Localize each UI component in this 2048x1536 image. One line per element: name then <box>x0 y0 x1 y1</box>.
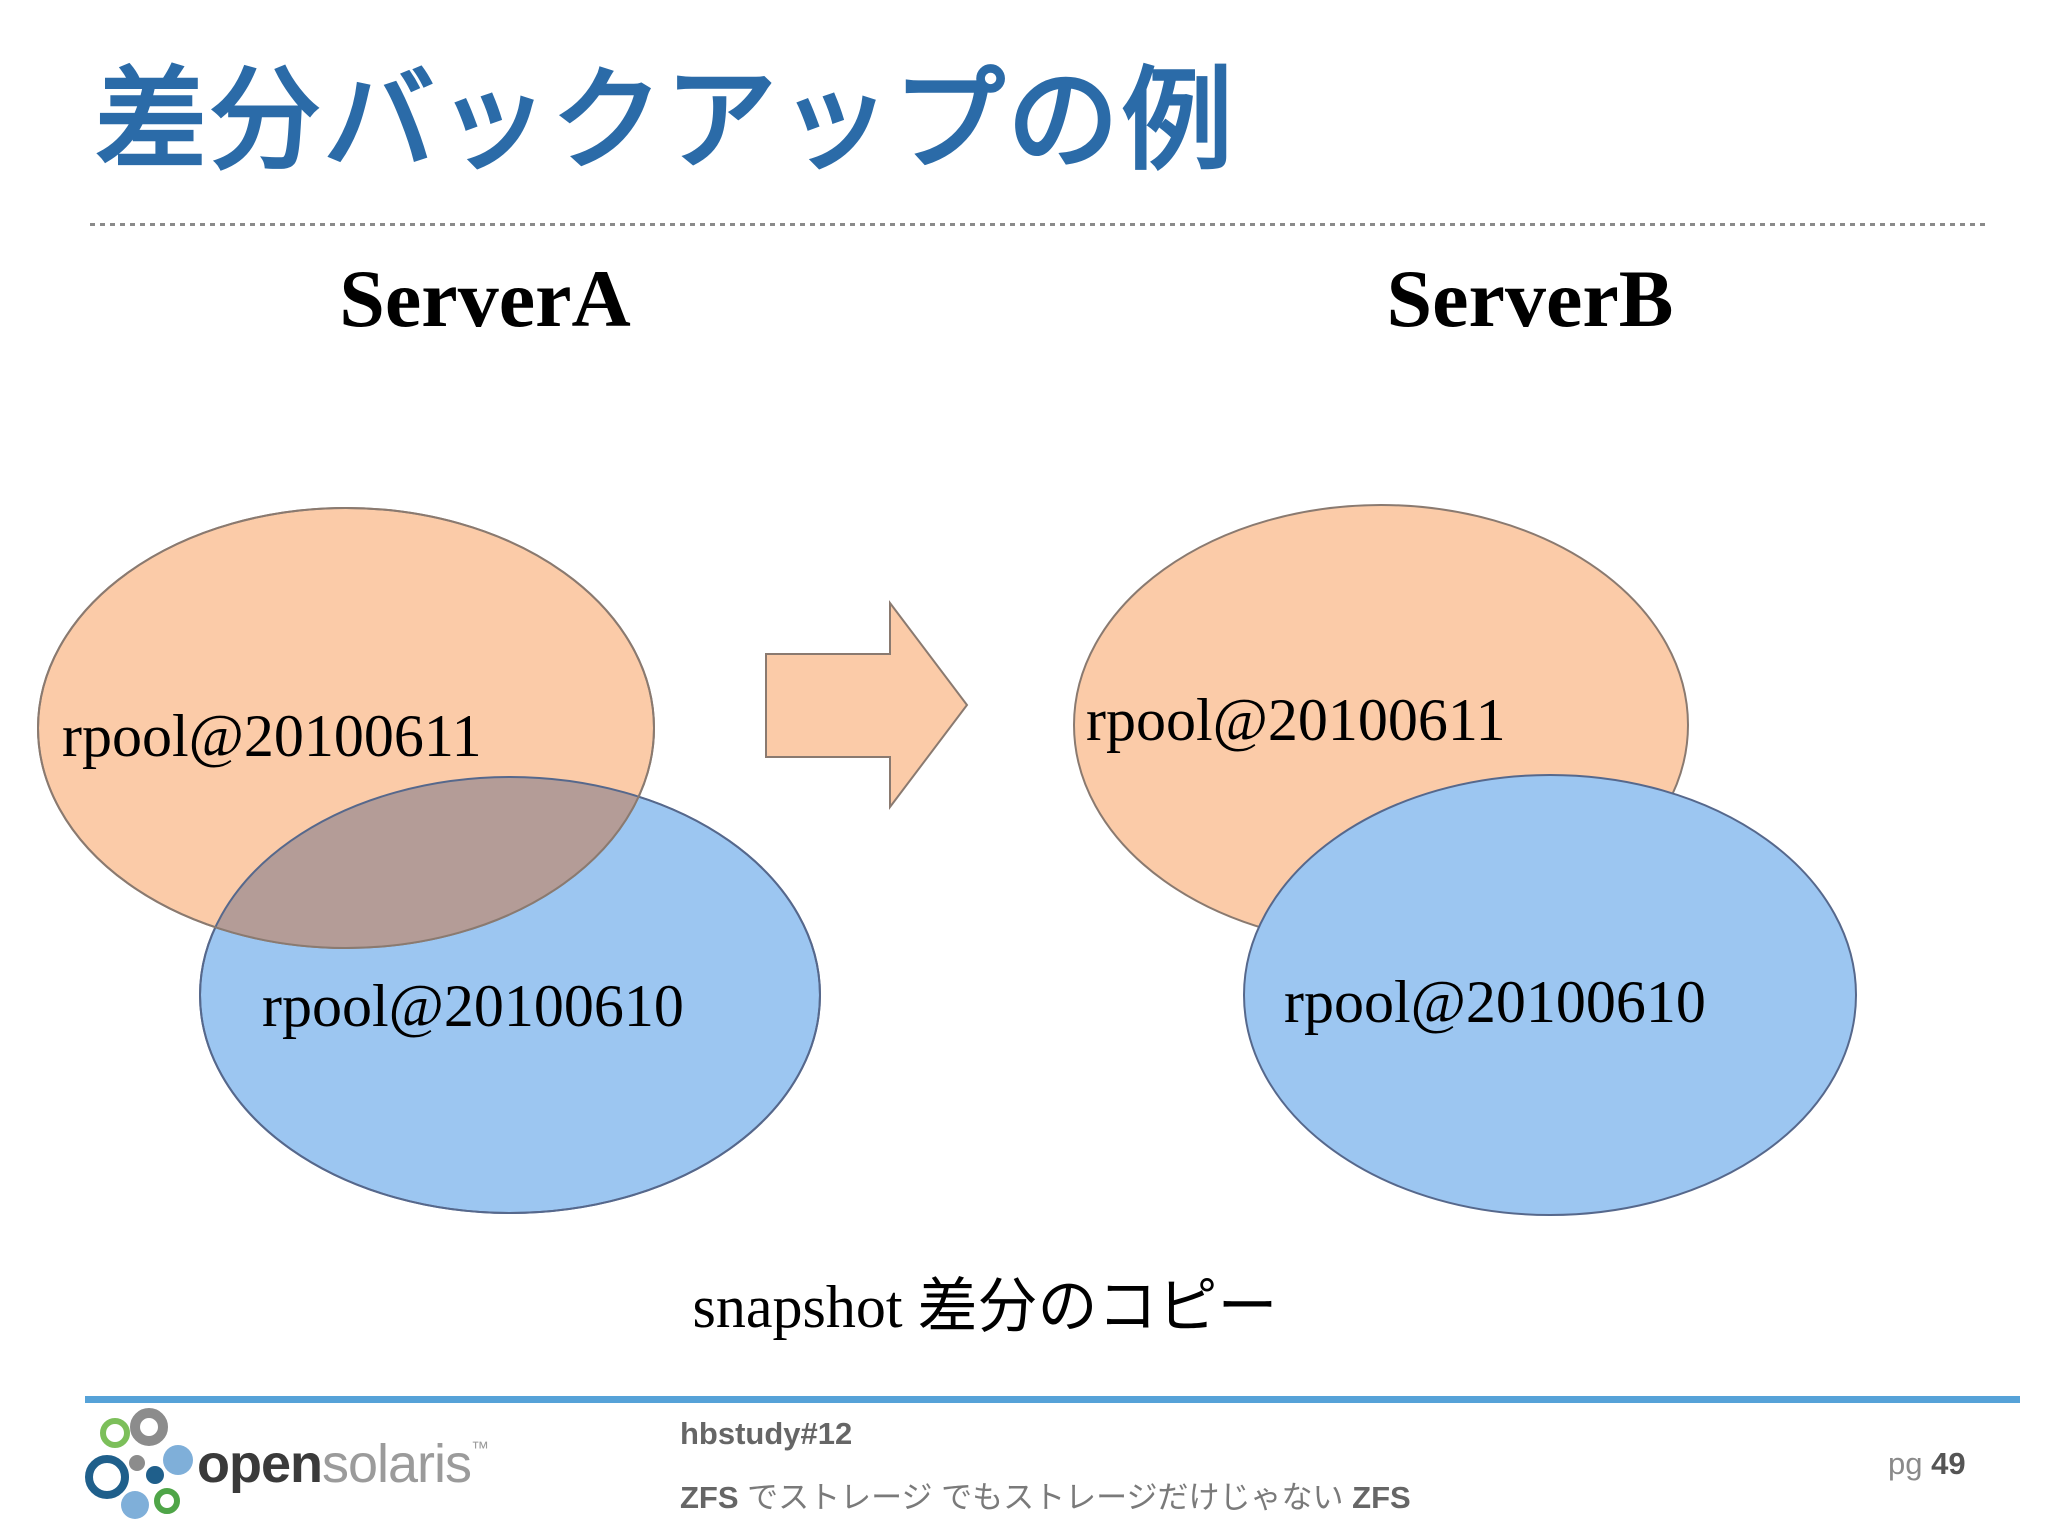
server-a-old-snapshot-outline <box>199 776 821 1214</box>
page-number-value: 49 <box>1931 1446 1966 1481</box>
server-b-venn <box>1073 504 1857 1216</box>
server-b-heading: ServerB <box>1386 253 1674 344</box>
footer-text-block: hbstudy#12 ZFS でストレージ でもストレージだけじゃない ZFS <box>680 1418 1411 1513</box>
title-separator-dashed-line <box>90 223 1990 226</box>
footer-subtitle-middle: でストレージ でもストレージだけじゃない <box>738 1480 1353 1515</box>
opensolaris-dots-icon <box>85 1408 193 1519</box>
wordmark-trademark: ™ <box>471 1438 489 1458</box>
server-a-venn <box>37 507 821 1214</box>
server-b-old-snapshot-label: rpool@20100610 <box>1284 969 1706 1035</box>
server-a-heading: ServerA <box>339 253 631 344</box>
footer-event-name: hbstudy#12 <box>680 1416 853 1451</box>
server-a-overlap-region <box>200 777 654 948</box>
page-label: pg <box>1888 1446 1932 1481</box>
diagram-caption: snapshot 差分のコピー <box>692 1274 1278 1340</box>
footer-presentation-title: ZFS でストレージ でもストレージだけじゃない ZFS <box>680 1482 1411 1513</box>
opensolaris-logo: opensolaris™ <box>85 1405 489 1530</box>
page-number: pg 49 <box>1888 1446 1966 1482</box>
footer-subtitle-zfs-2: ZFS <box>1352 1480 1411 1515</box>
server-b-old-snapshot-ellipse <box>1243 774 1857 1216</box>
wordmark-solaris: solaris <box>322 1434 472 1494</box>
slide-title: 差分バックアップの例 <box>95 58 1235 183</box>
wordmark-open: open <box>197 1434 323 1494</box>
server-b-new-snapshot-label: rpool@20100611 <box>1086 687 1506 753</box>
footer-subtitle-zfs-1: ZFS <box>680 1480 739 1515</box>
server-a-old-snapshot-label: rpool@20100610 <box>262 973 684 1039</box>
opensolaris-wordmark: opensolaris™ <box>197 1433 489 1495</box>
server-a-new-snapshot-label: rpool@20100611 <box>62 703 482 769</box>
server-a-new-snapshot-outline <box>37 507 655 949</box>
copy-arrow-icon <box>765 600 969 810</box>
footer-divider-line <box>85 1396 2020 1403</box>
